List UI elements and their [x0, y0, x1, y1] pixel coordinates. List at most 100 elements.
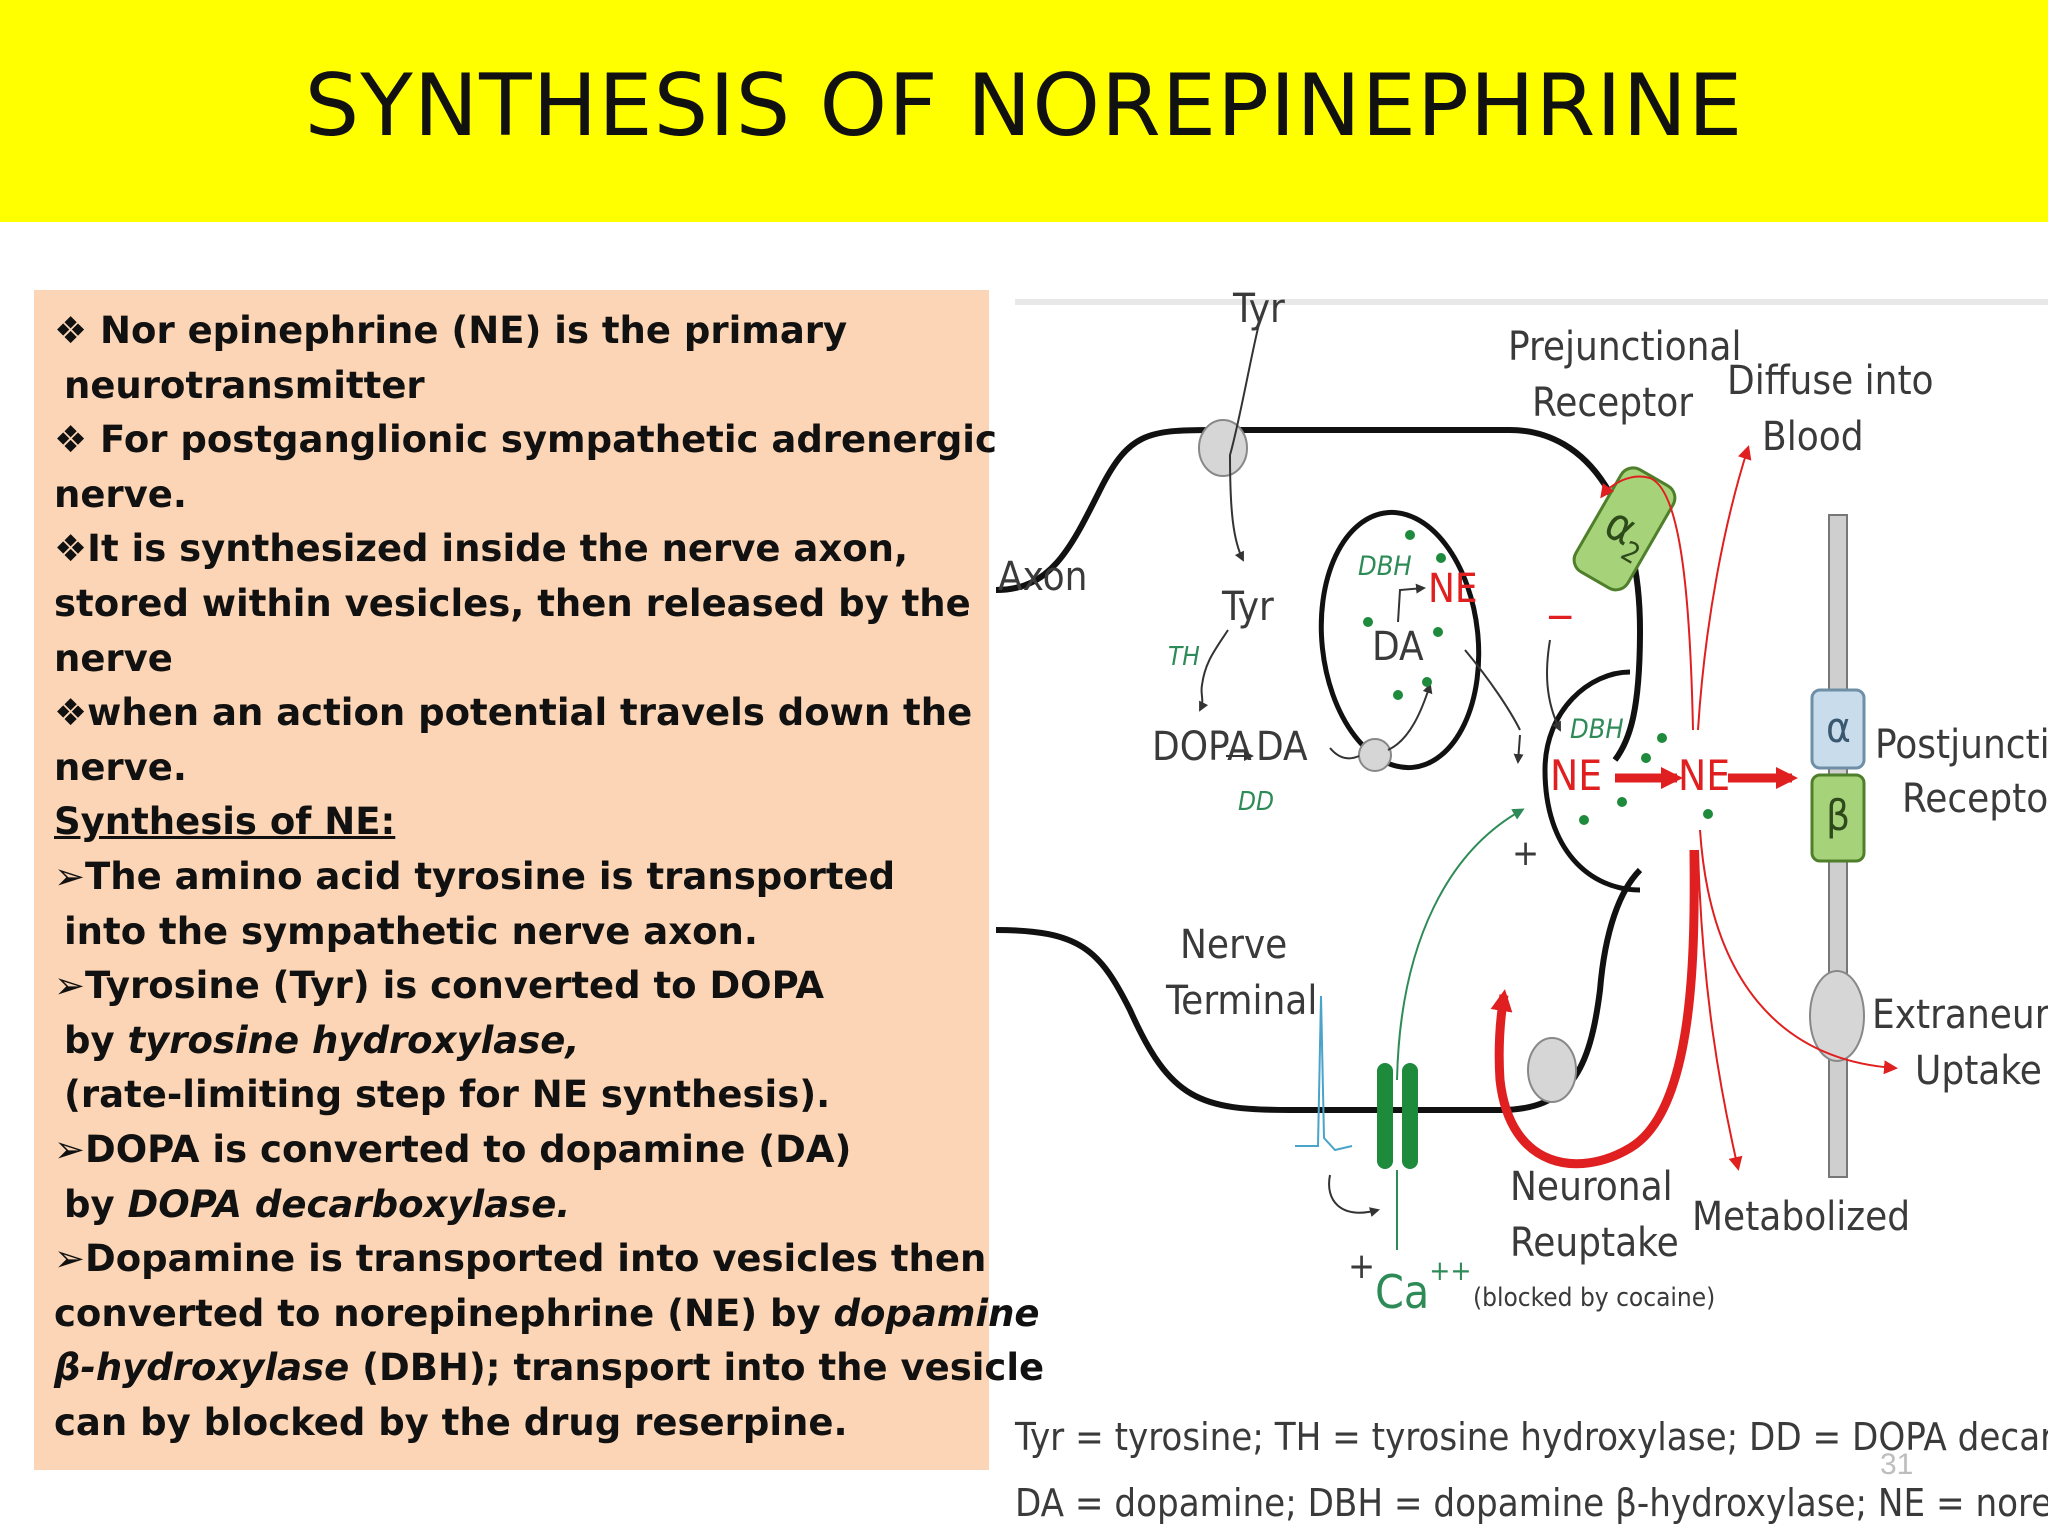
- prejunctional-label-1: Prejunctional: [1508, 324, 1741, 370]
- vesicle-fusion-arrow: [1513, 734, 1524, 764]
- inhibition-sign: −: [1545, 594, 1575, 640]
- alpha2-receptor: α2: [1572, 466, 1677, 592]
- alpha2-receptor-shape: [1572, 466, 1677, 592]
- diamond-bullet-icon: ❖: [54, 309, 88, 352]
- ne-cleft-label: NE: [1678, 751, 1730, 800]
- extraneuronal-label-1: Extraneuronal: [1872, 992, 2048, 1038]
- postjunctional-label-2: Receptor: [1902, 776, 2048, 822]
- bullet-line-1: ❖ Nor epinephrine (NE) is the primary: [54, 309, 848, 352]
- diffuse-label-2: Blood: [1762, 414, 1864, 460]
- text-line-2: neurotransmitter: [64, 363, 425, 407]
- da-vesicle-label: DA: [1372, 624, 1424, 670]
- legend-line-1: Tyr = tyrosine; TH = tyrosine hydroxylas…: [1014, 1415, 2048, 1459]
- reuptake-arrow: [1490, 849, 1699, 1169]
- reuptake-label-2: Reuptake: [1510, 1220, 1679, 1266]
- section-heading: Synthesis of NE:: [54, 800, 396, 844]
- ne-dot: [1422, 677, 1432, 687]
- calcium-label: Ca++: [1375, 1254, 1471, 1319]
- beta-receptor: [1810, 773, 1866, 863]
- ne-dot: [1405, 530, 1415, 540]
- tyr-uptake-arrow: [1228, 319, 1261, 562]
- title-banner: [0, 0, 2048, 222]
- action-potential-trace: [1295, 995, 1353, 1152]
- calcium-plus-sign: +: [1348, 1246, 1375, 1287]
- diamond-bullet-icon: ❖: [54, 418, 88, 462]
- storage-vesicle: [1318, 509, 1482, 771]
- diffuse-label-1: Diffuse into: [1727, 358, 1934, 404]
- vesicle-transporter: [1358, 738, 1392, 772]
- beta-label: β: [1826, 791, 1850, 840]
- text-line-14: by tyrosine hydroxylase,: [64, 1018, 580, 1062]
- postjunctional-label-1: Postjunctional: [1875, 722, 2048, 768]
- ne-dot: [1436, 553, 1446, 563]
- bullet-line-5: ❖It is synthesized inside the nerve axon…: [54, 527, 909, 571]
- ne-dot: [1363, 617, 1373, 627]
- enzyme-name: β-hydroxylase: [54, 1346, 350, 1390]
- ne-dot: [1657, 733, 1667, 743]
- extraneuronal-uptake-arrow: [1699, 829, 1898, 1075]
- calcium-channel-right: [1402, 1063, 1418, 1169]
- extraneuronal-label-2: Uptake: [1915, 1048, 2042, 1094]
- tyr-to-dopa-arrow: [1199, 629, 1229, 712]
- axon-membrane-lower: [995, 867, 1643, 1113]
- ne-dot: [1393, 690, 1403, 700]
- text-line-6: stored within vesicles, then released by…: [54, 581, 971, 625]
- text-line-19: converted to norepinephrine (NE) by dopa…: [54, 1291, 1040, 1335]
- ne-vesicle-label: NE: [1428, 566, 1478, 612]
- bullet-line-8: ❖when an action potential travels down t…: [54, 691, 973, 735]
- tyrosine-transporter: [1198, 419, 1248, 477]
- text-line-7: nerve: [54, 636, 173, 680]
- enzyme-name: tyrosine hydroxylase,: [127, 1018, 580, 1062]
- nerve-terminal-label-1: Nerve: [1180, 922, 1287, 968]
- metabolized-label: Metabolized: [1692, 1194, 1910, 1240]
- arrow-line-13: ➢Tyrosine (Tyr) is converted to DOPA: [54, 964, 824, 1008]
- nerve-terminal-label-2: Terminal: [1165, 978, 1317, 1024]
- dd-enzyme-label: DD: [1238, 787, 1274, 817]
- diamond-bullet-icon: ❖: [54, 527, 88, 571]
- arrow-line-11: ➢The amino acid tyrosine is transported: [54, 854, 896, 898]
- vesicle-fusion-line: [1464, 649, 1521, 731]
- text-line-15: (rate-limiting step for NE synthesis).: [64, 1073, 831, 1117]
- reuptake-label-3: (blocked by cocaine): [1473, 1283, 1715, 1313]
- alpha-receptor: [1810, 688, 1866, 770]
- dopa-label: DOPA: [1152, 724, 1252, 770]
- enzyme-name: dopamine: [833, 1291, 1040, 1335]
- ne-dot: [1579, 815, 1589, 825]
- metabolized-arrow: [1697, 849, 1743, 1171]
- ne-dot: [1617, 797, 1627, 807]
- alpha-label: α: [1826, 703, 1851, 752]
- ne-dot: [1641, 753, 1651, 763]
- da-into-vesicle-arrow: [1387, 683, 1433, 751]
- text-line-21: can by blocked by the drug reserpine.: [54, 1400, 848, 1444]
- da-to-ne-arrow: [1397, 583, 1426, 623]
- arrow-bullet-icon: ➢: [54, 1237, 86, 1281]
- ne-synthesis-diagram: Tyr Axon Tyr TH DOPA DA DD DBH NE DA Pre…: [995, 290, 2048, 1525]
- ne-dot: [1433, 627, 1443, 637]
- arrow-bullet-icon: ➢: [54, 854, 86, 898]
- bullet-line-3: ❖ For postganglionic sympathetic adrener…: [54, 418, 997, 462]
- calcium-trigger-arrow: [1396, 808, 1525, 1081]
- arrow-line-16: ➢DOPA is converted to dopamine (DA): [54, 1127, 852, 1171]
- diamond-bullet-icon: ❖: [54, 691, 88, 735]
- arrow-bullet-icon: ➢: [54, 1127, 86, 1171]
- ne-release-label: NE: [1550, 751, 1602, 800]
- feedback-arrow: [1600, 475, 1694, 731]
- dbh-vesicle-label: DBH: [1358, 551, 1412, 582]
- tyr-top-label: Tyr: [1232, 290, 1285, 332]
- text-panel: ❖ Nor epinephrine (NE) is the primary ne…: [34, 290, 1044, 1470]
- extraneuronal-transporter: [1809, 970, 1865, 1062]
- tyr-inner-label: Tyr: [1221, 584, 1274, 630]
- text-line-9: nerve.: [54, 745, 187, 789]
- arrow-bullet-icon: ➢: [54, 964, 86, 1008]
- arrow-line-18: ➢Dopamine is transported into vesicles t…: [54, 1237, 987, 1281]
- th-enzyme-label: TH: [1168, 642, 1200, 672]
- axon-membrane-upper: [995, 427, 1644, 762]
- depolarization-arrow: [1328, 1174, 1380, 1217]
- prejunctional-label-2: Receptor: [1532, 380, 1693, 426]
- text-line-17: by DOPA decarboxylase.: [64, 1182, 571, 1226]
- enzyme-name: DOPA decarboxylase.: [127, 1182, 571, 1226]
- da-to-vesicle-line: [1329, 747, 1360, 760]
- release-plus-sign: +: [1512, 833, 1539, 874]
- axon-label: Axon: [998, 554, 1088, 600]
- inhibition-arrow: [1546, 639, 1561, 732]
